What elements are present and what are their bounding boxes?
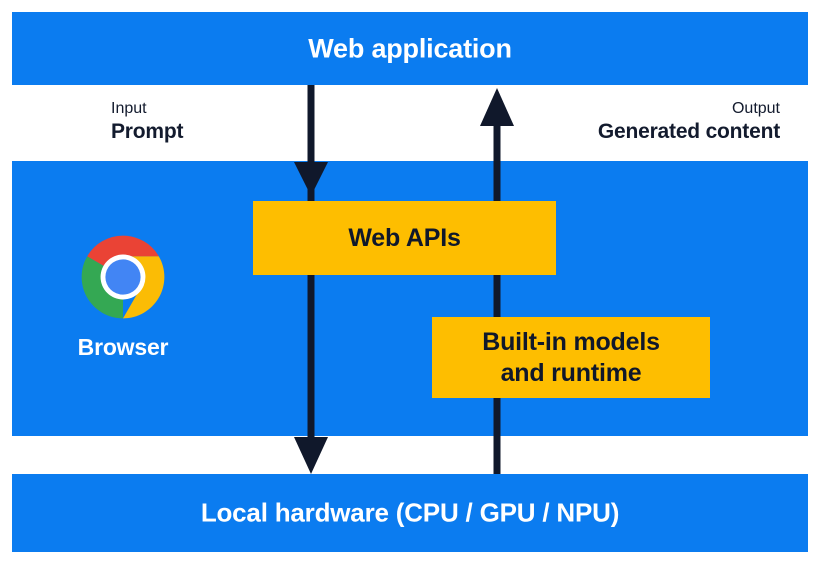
output-flow-label: Output Generated content	[598, 99, 780, 145]
web-application-title: Web application	[308, 33, 512, 63]
browser-label: Browser	[77, 334, 169, 360]
built-in-models-label: Built-in models and runtime	[482, 327, 660, 388]
built-in-models-box: Built-in models and runtime	[432, 317, 710, 398]
input-kind: Input	[111, 100, 147, 117]
input-name: Prompt	[111, 120, 184, 143]
output-kind: Output	[731, 100, 780, 117]
built-in-models-line-2: and runtime	[500, 358, 642, 387]
input-flow-label: Input Prompt	[111, 99, 184, 145]
web-apis-box: Web APIs	[253, 201, 556, 275]
built-in-models-line-1: Built-in models	[482, 328, 660, 356]
local-hardware-title: Local hardware (CPU / GPU / NPU)	[200, 497, 620, 528]
browser-identity: Browser	[48, 233, 198, 361]
output-name: Generated content	[597, 120, 780, 143]
web-application-band: Web application	[12, 12, 808, 85]
web-apis-label: Web APIs	[348, 223, 461, 252]
chrome-logo-icon	[81, 235, 165, 319]
local-hardware-band: Local hardware (CPU / GPU / NPU)	[12, 474, 808, 552]
